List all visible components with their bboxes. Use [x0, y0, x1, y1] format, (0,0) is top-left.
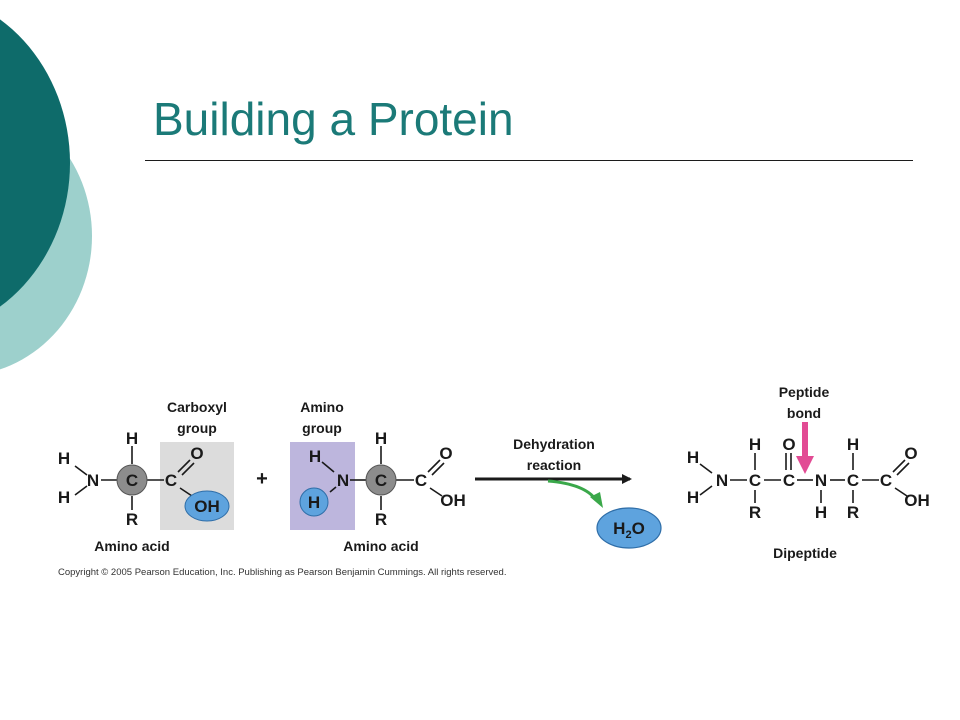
amino-acid-1-label: Amino acid [94, 538, 169, 554]
dp-c2: C [783, 471, 795, 490]
carboxyl-group-label-line2: group [177, 420, 217, 436]
aa1-r: R [126, 510, 138, 529]
dp-r3: R [847, 503, 859, 522]
aa1-oh-ellipse [184, 490, 230, 522]
aa1-n: N [87, 471, 99, 490]
dp-h-bottom-left: H [687, 488, 699, 507]
aa2-c-alpha: C [375, 471, 387, 490]
water-molecule-ellipse [596, 507, 662, 549]
amino-acid-1: H N H H C R C O OH [58, 429, 234, 530]
aa2-r: R [375, 510, 387, 529]
aa2-c-carbonyl: C [415, 471, 427, 490]
aa2-h-top-left: H [309, 447, 321, 466]
plus-sign: + [256, 468, 268, 490]
dipeptide: H N H H C R O C N H H C R C O OH [687, 422, 930, 522]
dark-teal-circle [0, 19, 70, 307]
water-molecule-label: H2O [613, 519, 645, 541]
slide-title: Building a Protein [153, 93, 514, 145]
dipeptide-label: Dipeptide [773, 545, 837, 561]
aa2-h-circle [299, 487, 329, 517]
peptide-bond-label-line1: Peptide [779, 384, 830, 400]
aa2-h-circled: H [308, 493, 320, 512]
aa1-h-top: H [126, 429, 138, 448]
dp-c3: C [847, 471, 859, 490]
water-release-arrowhead [590, 492, 603, 508]
aa1-c-alpha: C [126, 471, 138, 490]
aa1-oh: OH [194, 497, 220, 516]
aa1-c-carbonyl: C [165, 471, 177, 490]
amino-acid-2-label: Amino acid [343, 538, 418, 554]
aa2-oh: OH [440, 491, 466, 510]
carboxyl-group-label-line1: Carboxyl [167, 399, 227, 415]
amino-group-label-line2: group [302, 420, 342, 436]
peptide-bond-label-line2: bond [787, 405, 821, 421]
aa2-alpha-carbon-circle [365, 464, 397, 496]
dp-o2: O [782, 435, 795, 454]
dp-r1: R [749, 503, 761, 522]
dp-c1: C [749, 471, 761, 490]
amino-group-highlight [290, 442, 355, 530]
water-release-arrow [547, 479, 598, 501]
dp-n2: N [815, 471, 827, 490]
dehydration-label-line2: reaction [527, 457, 581, 473]
dp-o4: O [904, 444, 917, 463]
peptide-bond-arrow-shaft [802, 422, 808, 458]
peptide-bond-arrowhead [796, 456, 814, 474]
aa2-h-top: H [375, 429, 387, 448]
aa2-n: N [337, 471, 349, 490]
dp-n1: N [716, 471, 728, 490]
aa2-o: O [439, 444, 452, 463]
aa1-h-bottom-left: H [58, 488, 70, 507]
dp-h3-top: H [847, 435, 859, 454]
dp-h1-top: H [749, 435, 761, 454]
amino-acid-2: H N H H C R C O OH [290, 429, 466, 530]
aa1-h-top-left: H [58, 449, 70, 468]
aa1-o: O [190, 444, 203, 463]
dehydration-label-line1: Dehydration [513, 436, 595, 452]
copyright-notice: Copyright © 2005 Pearson Education, Inc.… [58, 567, 506, 578]
dp-oh4: OH [904, 491, 930, 510]
amino-group-label-line1: Amino [300, 399, 344, 415]
dp-h-n2: H [815, 503, 827, 522]
aa1-alpha-carbon-circle [116, 464, 148, 496]
dp-c4: C [880, 471, 892, 490]
dp-h-top-left: H [687, 448, 699, 467]
title-divider [145, 160, 913, 161]
